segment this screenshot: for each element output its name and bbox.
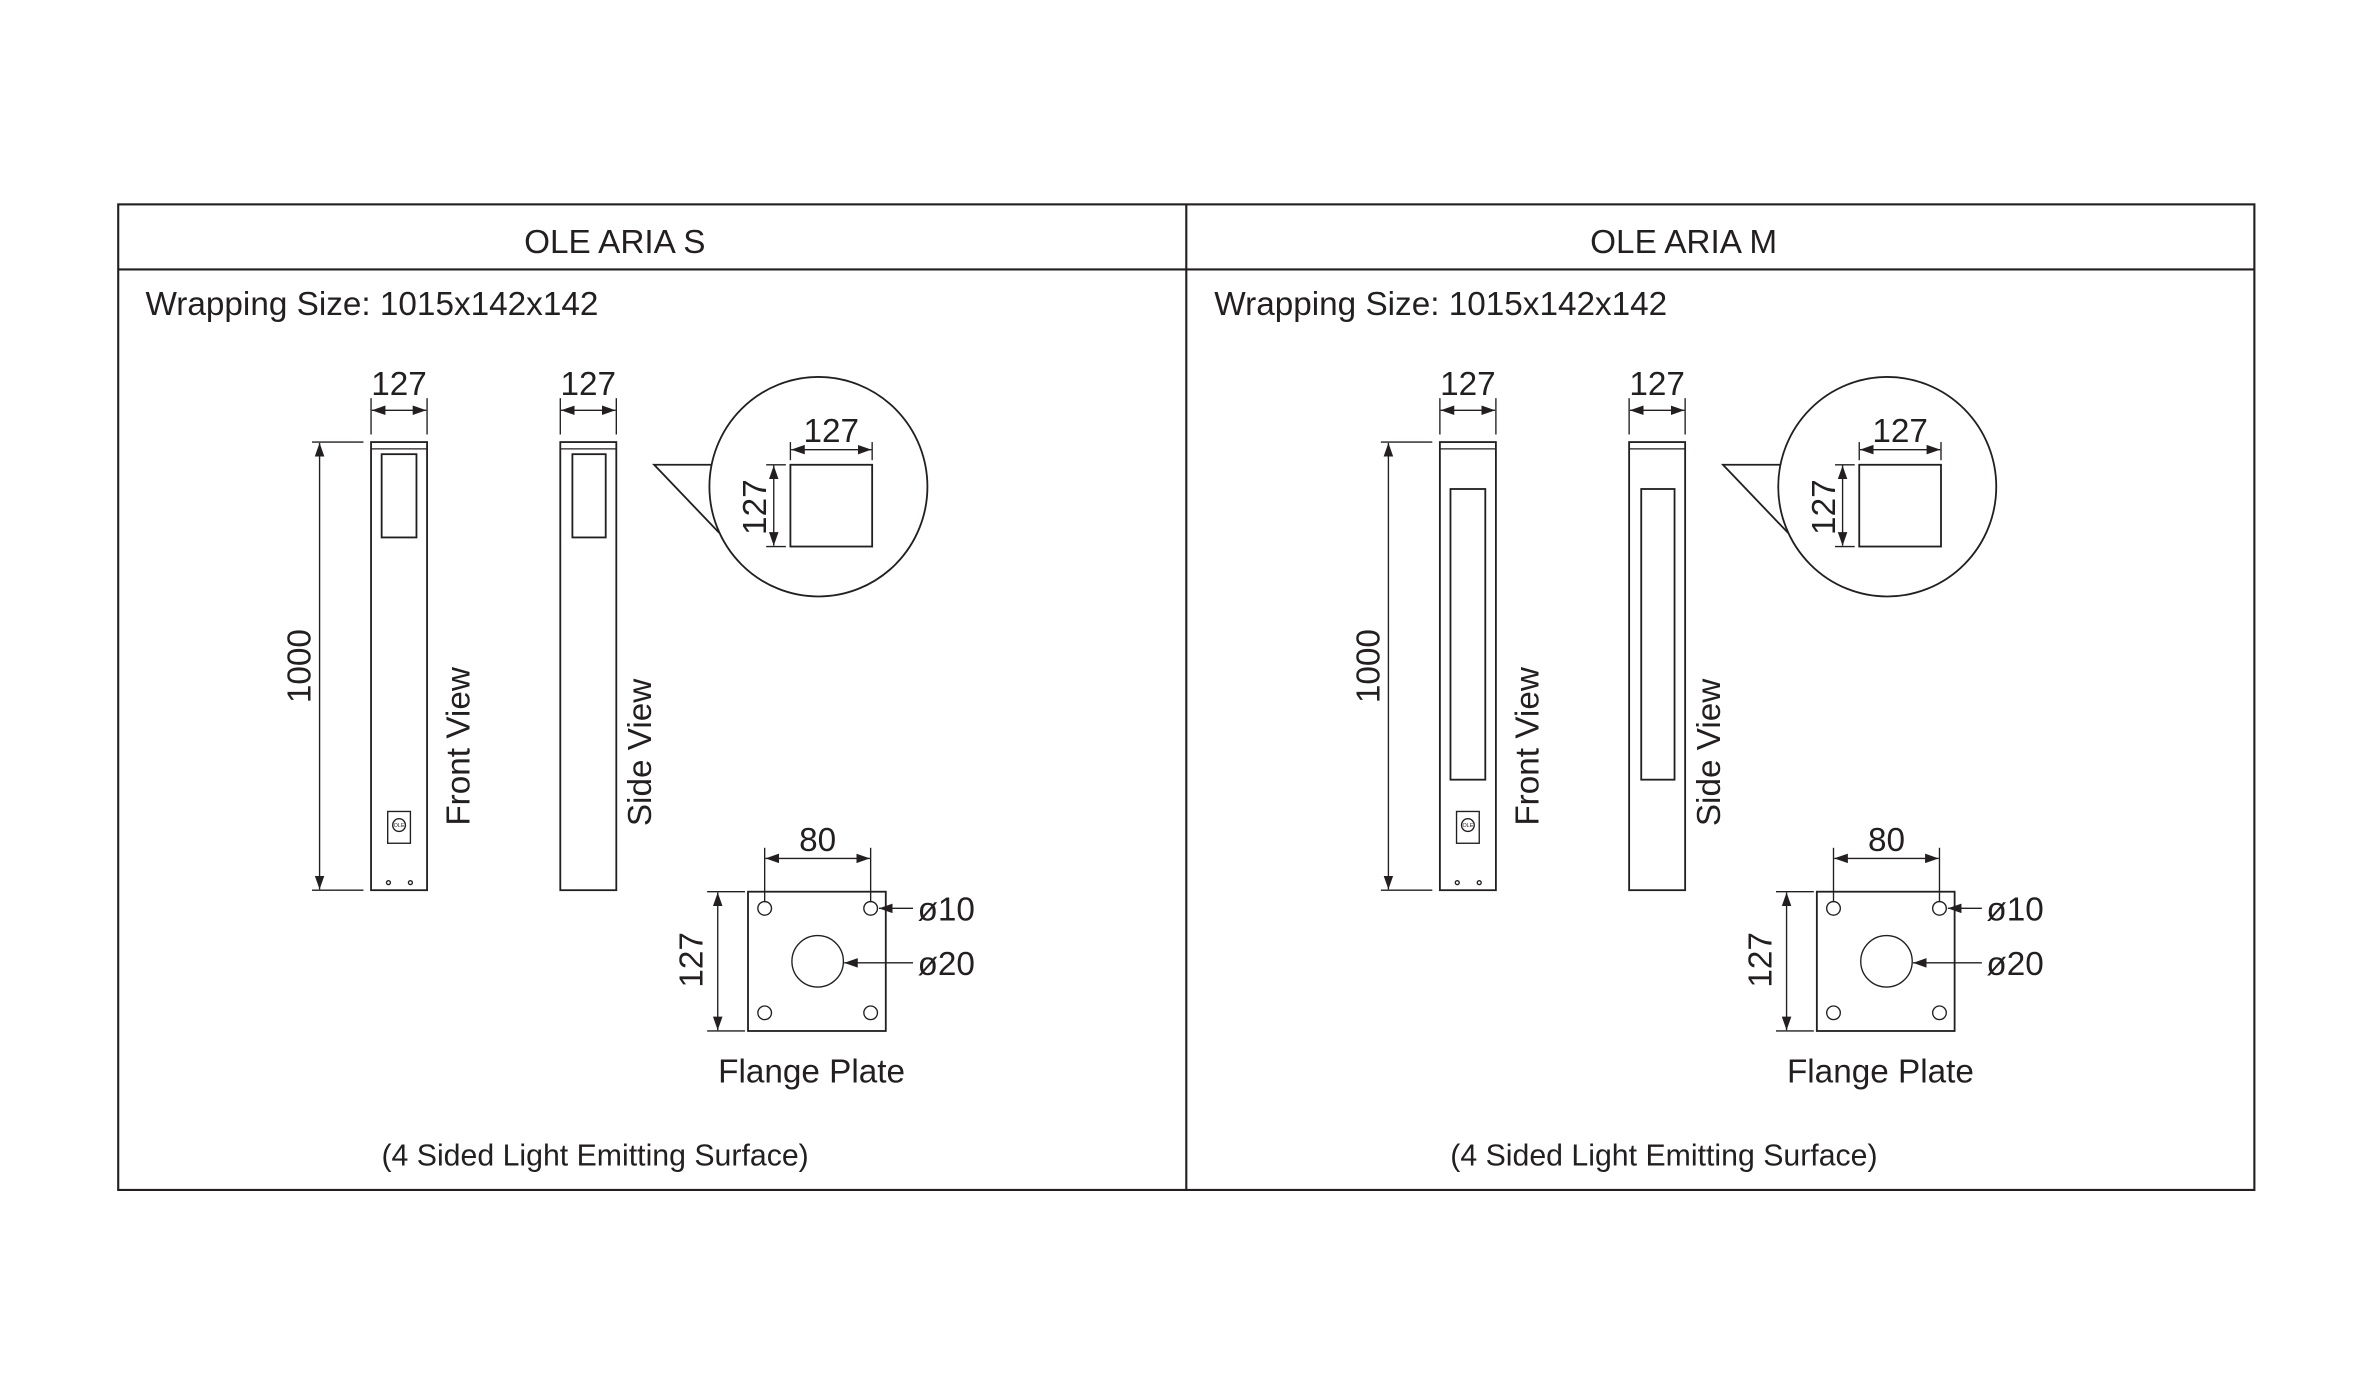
product-title: OLE ARIA M: [1590, 224, 1777, 261]
light-window: [1640, 488, 1676, 781]
hole-spacing-label: 80: [799, 822, 836, 859]
front-width-label: 127: [371, 366, 427, 403]
logo-text: OLE: [394, 823, 405, 829]
light-window: [571, 453, 607, 539]
hole-spacing-label: 80: [1868, 822, 1905, 859]
product-panel: OLE ARIA M Wrapping Size: 1015x142x142OLE…: [1214, 224, 2043, 1173]
section-depth-label: 127: [1806, 479, 1843, 535]
mounting-hole: [1931, 900, 1947, 916]
section-detail: 127 127: [1720, 376, 1998, 598]
logo-badge: [392, 818, 407, 833]
height-label: 1000: [281, 629, 318, 703]
surface-note: (4 Sided Light Emitting Surface): [1450, 1140, 1877, 1173]
mounting-hole: [757, 900, 773, 916]
side-view-body: [559, 441, 618, 892]
flange-plate-label: Flange Plate: [718, 1053, 905, 1090]
side-view-label: Side View: [622, 678, 659, 826]
small-hole-label: ø10: [918, 891, 975, 928]
wrapping-size: Wrapping Size: 1015x142x142: [145, 286, 598, 323]
side-width-label: 127: [1629, 366, 1685, 403]
product-panel: OLE ARIA S Wrapping Size: 1015x142x142OLE…: [145, 224, 974, 1173]
cable-hole: [1860, 934, 1913, 988]
mounting-hole: [1931, 1005, 1947, 1021]
front-view-body: [1438, 441, 1497, 892]
surface-note: (4 Sided Light Emitting Surface): [381, 1140, 808, 1173]
mounting-hole: [1826, 900, 1841, 916]
product-title: OLE ARIA S: [524, 224, 705, 261]
screw-hole: [1476, 879, 1482, 886]
flange-plate: [1815, 890, 1956, 1032]
callout-pointer: [652, 463, 720, 534]
logo-text: OLE: [1462, 823, 1473, 829]
screw-hole: [407, 879, 414, 886]
section-depth-label: 127: [737, 479, 774, 535]
screw-hole: [385, 879, 392, 886]
cross-section-square: [789, 463, 874, 548]
flange-size-label: 127: [674, 932, 711, 988]
logo-badge: [1460, 818, 1475, 833]
height-label: 1000: [1350, 629, 1387, 703]
wrapping-size: Wrapping Size: 1015x142x142: [1214, 286, 1667, 323]
callout-pointer: [1720, 463, 1789, 534]
front-view-body: [370, 441, 428, 892]
front-width-label: 127: [1440, 366, 1496, 403]
mounting-hole: [757, 1005, 773, 1021]
large-hole-label: ø20: [1986, 946, 2043, 983]
cable-hole: [791, 934, 845, 988]
mounting-hole: [863, 900, 879, 916]
screw-hole: [1454, 879, 1460, 886]
label-plate: [387, 810, 412, 844]
front-view-label: Front View: [440, 666, 477, 825]
large-hole-label: ø20: [918, 946, 975, 983]
section-detail: 127 127: [652, 376, 929, 598]
side-view-body: [1628, 441, 1687, 892]
section-width-label: 127: [804, 413, 860, 450]
section-width-label: 127: [1872, 413, 1928, 450]
side-view-label: Side View: [1691, 678, 1728, 826]
side-width-label: 127: [561, 366, 617, 403]
flange-plate-label: Flange Plate: [1787, 1053, 1974, 1090]
label-plate: [1455, 810, 1480, 844]
small-hole-label: ø10: [1986, 891, 2043, 928]
light-window: [1449, 488, 1487, 781]
cross-section-square: [1858, 463, 1942, 548]
mounting-hole: [1826, 1005, 1841, 1021]
light-window: [380, 453, 418, 539]
flange-size-label: 127: [1742, 932, 1779, 988]
mounting-hole: [863, 1005, 879, 1021]
spec-table: [117, 203, 2256, 1192]
front-view-label: Front View: [1509, 666, 1546, 825]
flange-plate: [747, 890, 887, 1032]
